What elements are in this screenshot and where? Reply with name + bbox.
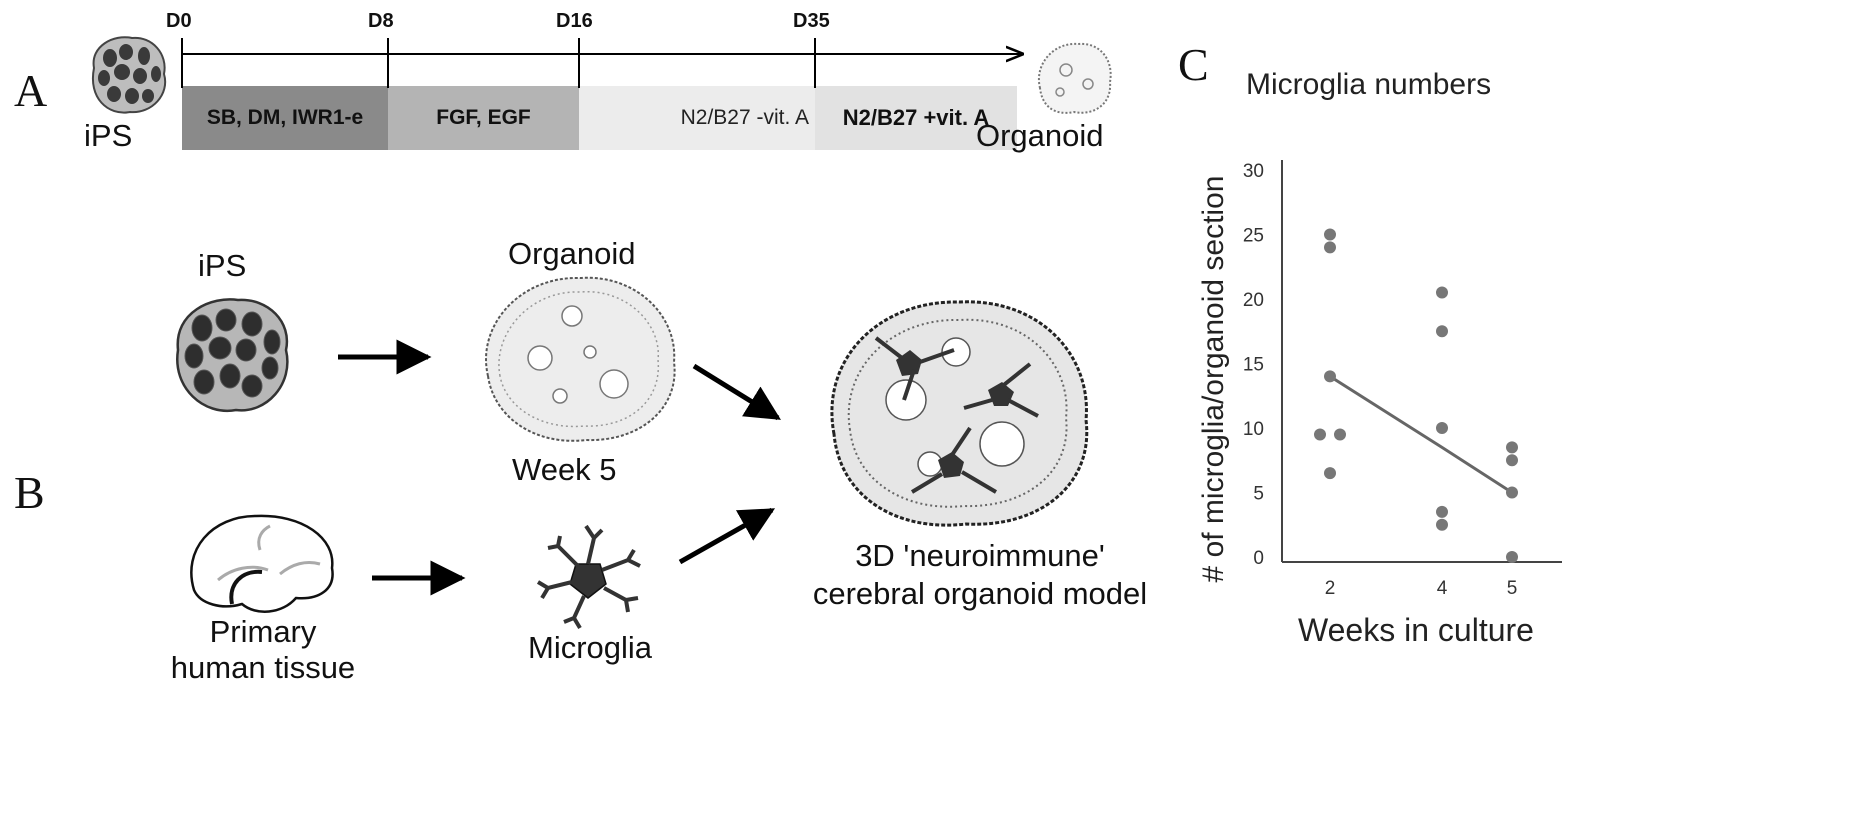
chart-trend-line bbox=[1329, 375, 1513, 494]
ips-label: iPS bbox=[198, 248, 247, 283]
chart-title: Microglia numbers bbox=[1246, 68, 1492, 101]
timeline-ips-label: iPS bbox=[84, 118, 133, 153]
model-label-2: cerebral organoid model bbox=[812, 576, 1148, 611]
chart-point-9 bbox=[1436, 518, 1448, 531]
organoid-label: Organoid bbox=[508, 236, 636, 271]
timeline-segment-2: FGF, EGF bbox=[388, 86, 579, 150]
panel-letter-b: B bbox=[14, 467, 45, 518]
timeline-organoid-icon bbox=[1037, 42, 1112, 114]
chart-point-12 bbox=[1506, 486, 1518, 499]
chart-point-4 bbox=[1324, 467, 1336, 480]
chart-point-5 bbox=[1436, 286, 1448, 299]
arrow-organoid-to-model bbox=[692, 363, 781, 421]
chart-point-7 bbox=[1436, 422, 1448, 434]
week-label: Week 5 bbox=[512, 452, 617, 487]
timeline-day-0: D0 bbox=[166, 10, 192, 32]
chart-point-10 bbox=[1506, 441, 1518, 454]
ips-cell-cluster-icon bbox=[176, 298, 289, 413]
timeline-day-35: D35 bbox=[793, 10, 830, 32]
chart-y-tick-2: 10 bbox=[1243, 419, 1264, 440]
chart-xlabel: Weeks in culture bbox=[1298, 612, 1534, 648]
chart-y-tick-5: 25 bbox=[1243, 226, 1264, 247]
chart-point-11 bbox=[1506, 454, 1518, 467]
chart-point-3 bbox=[1314, 428, 1326, 441]
microglia-label: Microglia bbox=[528, 630, 653, 665]
chart-y-ticks: 0 5 10 15 20 25 30 bbox=[1243, 161, 1264, 569]
chart-y-tick-1: 5 bbox=[1253, 484, 1264, 505]
timeline-day-8: D8 bbox=[368, 10, 394, 32]
panel-letter-a: A bbox=[14, 65, 48, 116]
chart-y-tick-4: 20 bbox=[1243, 290, 1264, 311]
chart-point-1 bbox=[1324, 241, 1336, 254]
panel-letter-c: C bbox=[1178, 39, 1209, 90]
tissue-label-1: Primary bbox=[209, 614, 317, 649]
chart-y-tick-0: 0 bbox=[1253, 548, 1264, 569]
timeline-day-16: D16 bbox=[556, 10, 593, 32]
chart-x-ticks: 2 4 5 bbox=[1325, 578, 1518, 599]
chart-points bbox=[1314, 228, 1518, 563]
timeline-organoid-label: Organoid bbox=[976, 118, 1104, 153]
tissue-label-2: human tissue bbox=[170, 650, 356, 685]
chart-x-tick-0: 2 bbox=[1325, 578, 1336, 599]
neuroimmune-organoid-icon bbox=[830, 300, 1089, 527]
timeline-segment-1: SB, DM, IWR1-e bbox=[182, 86, 388, 150]
chart-point-13 bbox=[1506, 551, 1518, 563]
timeline-segment-3: N2/B27 -vit. A bbox=[579, 86, 815, 150]
brain-tissue-icon bbox=[190, 514, 334, 613]
chart-point-8 bbox=[1436, 505, 1448, 518]
chart-y-tick-6: 30 bbox=[1243, 161, 1264, 182]
model-label-1: 3D 'neuroimmune' bbox=[855, 538, 1105, 573]
organoid-week5-icon bbox=[485, 276, 676, 442]
chart-point-2 bbox=[1324, 370, 1336, 383]
chart-y-tick-3: 15 bbox=[1243, 355, 1264, 376]
chart-axes bbox=[1281, 160, 1562, 563]
chart-point-6 bbox=[1436, 325, 1448, 338]
chart-x-tick-2: 5 bbox=[1507, 578, 1518, 599]
timeline-axis bbox=[181, 38, 1022, 88]
microglia-cell-icon bbox=[536, 524, 641, 630]
arrow-microglia-to-model bbox=[678, 507, 776, 565]
timeline-segment-4: N2/B27 +vit. A bbox=[815, 86, 1017, 150]
chart-x-tick-1: 4 bbox=[1437, 578, 1448, 599]
chart-point-0 bbox=[1324, 228, 1336, 241]
chart-point-3-b bbox=[1334, 428, 1346, 441]
timeline-ips-icon bbox=[91, 36, 167, 114]
